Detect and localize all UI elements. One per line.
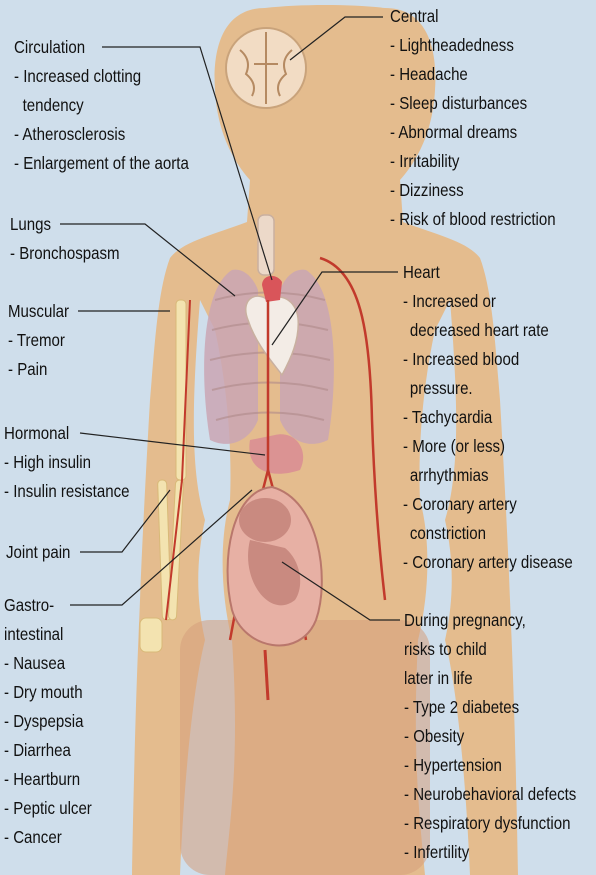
hand-bones: [140, 618, 162, 652]
label-hormonal-item: - Insulin resistance: [4, 477, 129, 506]
label-central-item: - Headache: [390, 60, 556, 89]
label-hormonal-item: - High insulin: [4, 448, 129, 477]
label-pregnancy-item: - Neurobehavioral defects: [404, 780, 576, 809]
label-muscular: Muscular - Tremor - Pain: [8, 297, 69, 384]
label-gastro-item: - Nausea: [4, 649, 92, 678]
label-heart-item: - Increased or: [403, 287, 573, 316]
label-central-item: - Abnormal dreams: [390, 118, 556, 147]
brain-illustration: [226, 28, 306, 108]
label-pregnancy-item: risks to child: [404, 635, 576, 664]
label-heart-item: - Coronary artery disease: [403, 548, 573, 577]
label-lungs-heading: Lungs: [10, 210, 120, 239]
label-gastro-item: - Dyspepsia: [4, 707, 92, 736]
label-heart-item: pressure.: [403, 374, 573, 403]
label-circulation-heading: Circulation: [14, 33, 189, 62]
label-gastro-item: - Peptic ulcer: [4, 794, 92, 823]
label-lungs: Lungs - Bronchospasm: [10, 210, 120, 268]
label-central-heading: Central: [390, 2, 556, 31]
label-central-item: - Sleep disturbances: [390, 89, 556, 118]
label-pregnancy-item: - Obesity: [404, 722, 576, 751]
label-joint-heading: Joint pain: [6, 538, 70, 567]
label-gastro: Gastro- intestinal - Nausea - Dry mouth …: [4, 591, 92, 852]
label-heart-item: - More (or less): [403, 432, 573, 461]
label-pregnancy-item: later in life: [404, 664, 576, 693]
label-gastro-heading: Gastro-: [4, 591, 92, 620]
label-circulation: Circulation - Increased clotting tendenc…: [14, 33, 189, 178]
label-central-item: - Dizziness: [390, 176, 556, 205]
label-gastro-item: - Heartburn: [4, 765, 92, 794]
label-heart-item: constriction: [403, 519, 573, 548]
label-pregnancy-item: - Type 2 diabetes: [404, 693, 576, 722]
label-circulation-item: - Increased clotting: [14, 62, 189, 91]
label-gastro-item: - Dry mouth: [4, 678, 92, 707]
label-central-item: - Irritability: [390, 147, 556, 176]
trachea: [258, 215, 274, 275]
label-pregnancy-item: - Hypertension: [404, 751, 576, 780]
label-pregnancy: During pregnancy, risks to child later i…: [404, 606, 576, 867]
label-central-item: - Lightheadedness: [390, 31, 556, 60]
label-gastro-item: - Diarrhea: [4, 736, 92, 765]
label-heart-item: arrhythmias: [403, 461, 573, 490]
label-gastro-item: intestinal: [4, 620, 92, 649]
label-circulation-item: - Enlargement of the aorta: [14, 149, 189, 178]
label-heart-item: decreased heart rate: [403, 316, 573, 345]
label-central-item: - Risk of blood restriction: [390, 205, 556, 234]
label-heart-item: - Coronary artery: [403, 490, 573, 519]
label-pregnancy-heading: During pregnancy,: [404, 606, 576, 635]
label-heart-item: - Tachycardia: [403, 403, 573, 432]
label-muscular-item: - Tremor: [8, 326, 69, 355]
label-circulation-item: - Atherosclerosis: [14, 120, 189, 149]
label-heart-heading: Heart: [403, 258, 573, 287]
label-pregnancy-item: - Respiratory dysfunction: [404, 809, 576, 838]
label-heart: Heart - Increased or decreased heart rat…: [403, 258, 573, 577]
label-hormonal-heading: Hormonal: [4, 419, 129, 448]
label-circulation-item: tendency: [14, 91, 189, 120]
label-muscular-heading: Muscular: [8, 297, 69, 326]
label-muscular-item: - Pain: [8, 355, 69, 384]
label-gastro-item: - Cancer: [4, 823, 92, 852]
label-central: Central - Lightheadedness - Headache - S…: [390, 2, 556, 234]
label-pregnancy-item: - Infertility: [404, 838, 576, 867]
label-heart-item: - Increased blood: [403, 345, 573, 374]
label-joint: Joint pain: [6, 538, 70, 567]
label-hormonal: Hormonal - High insulin - Insulin resist…: [4, 419, 129, 506]
label-lungs-item: - Bronchospasm: [10, 239, 120, 268]
leg-muscles: [180, 620, 430, 875]
